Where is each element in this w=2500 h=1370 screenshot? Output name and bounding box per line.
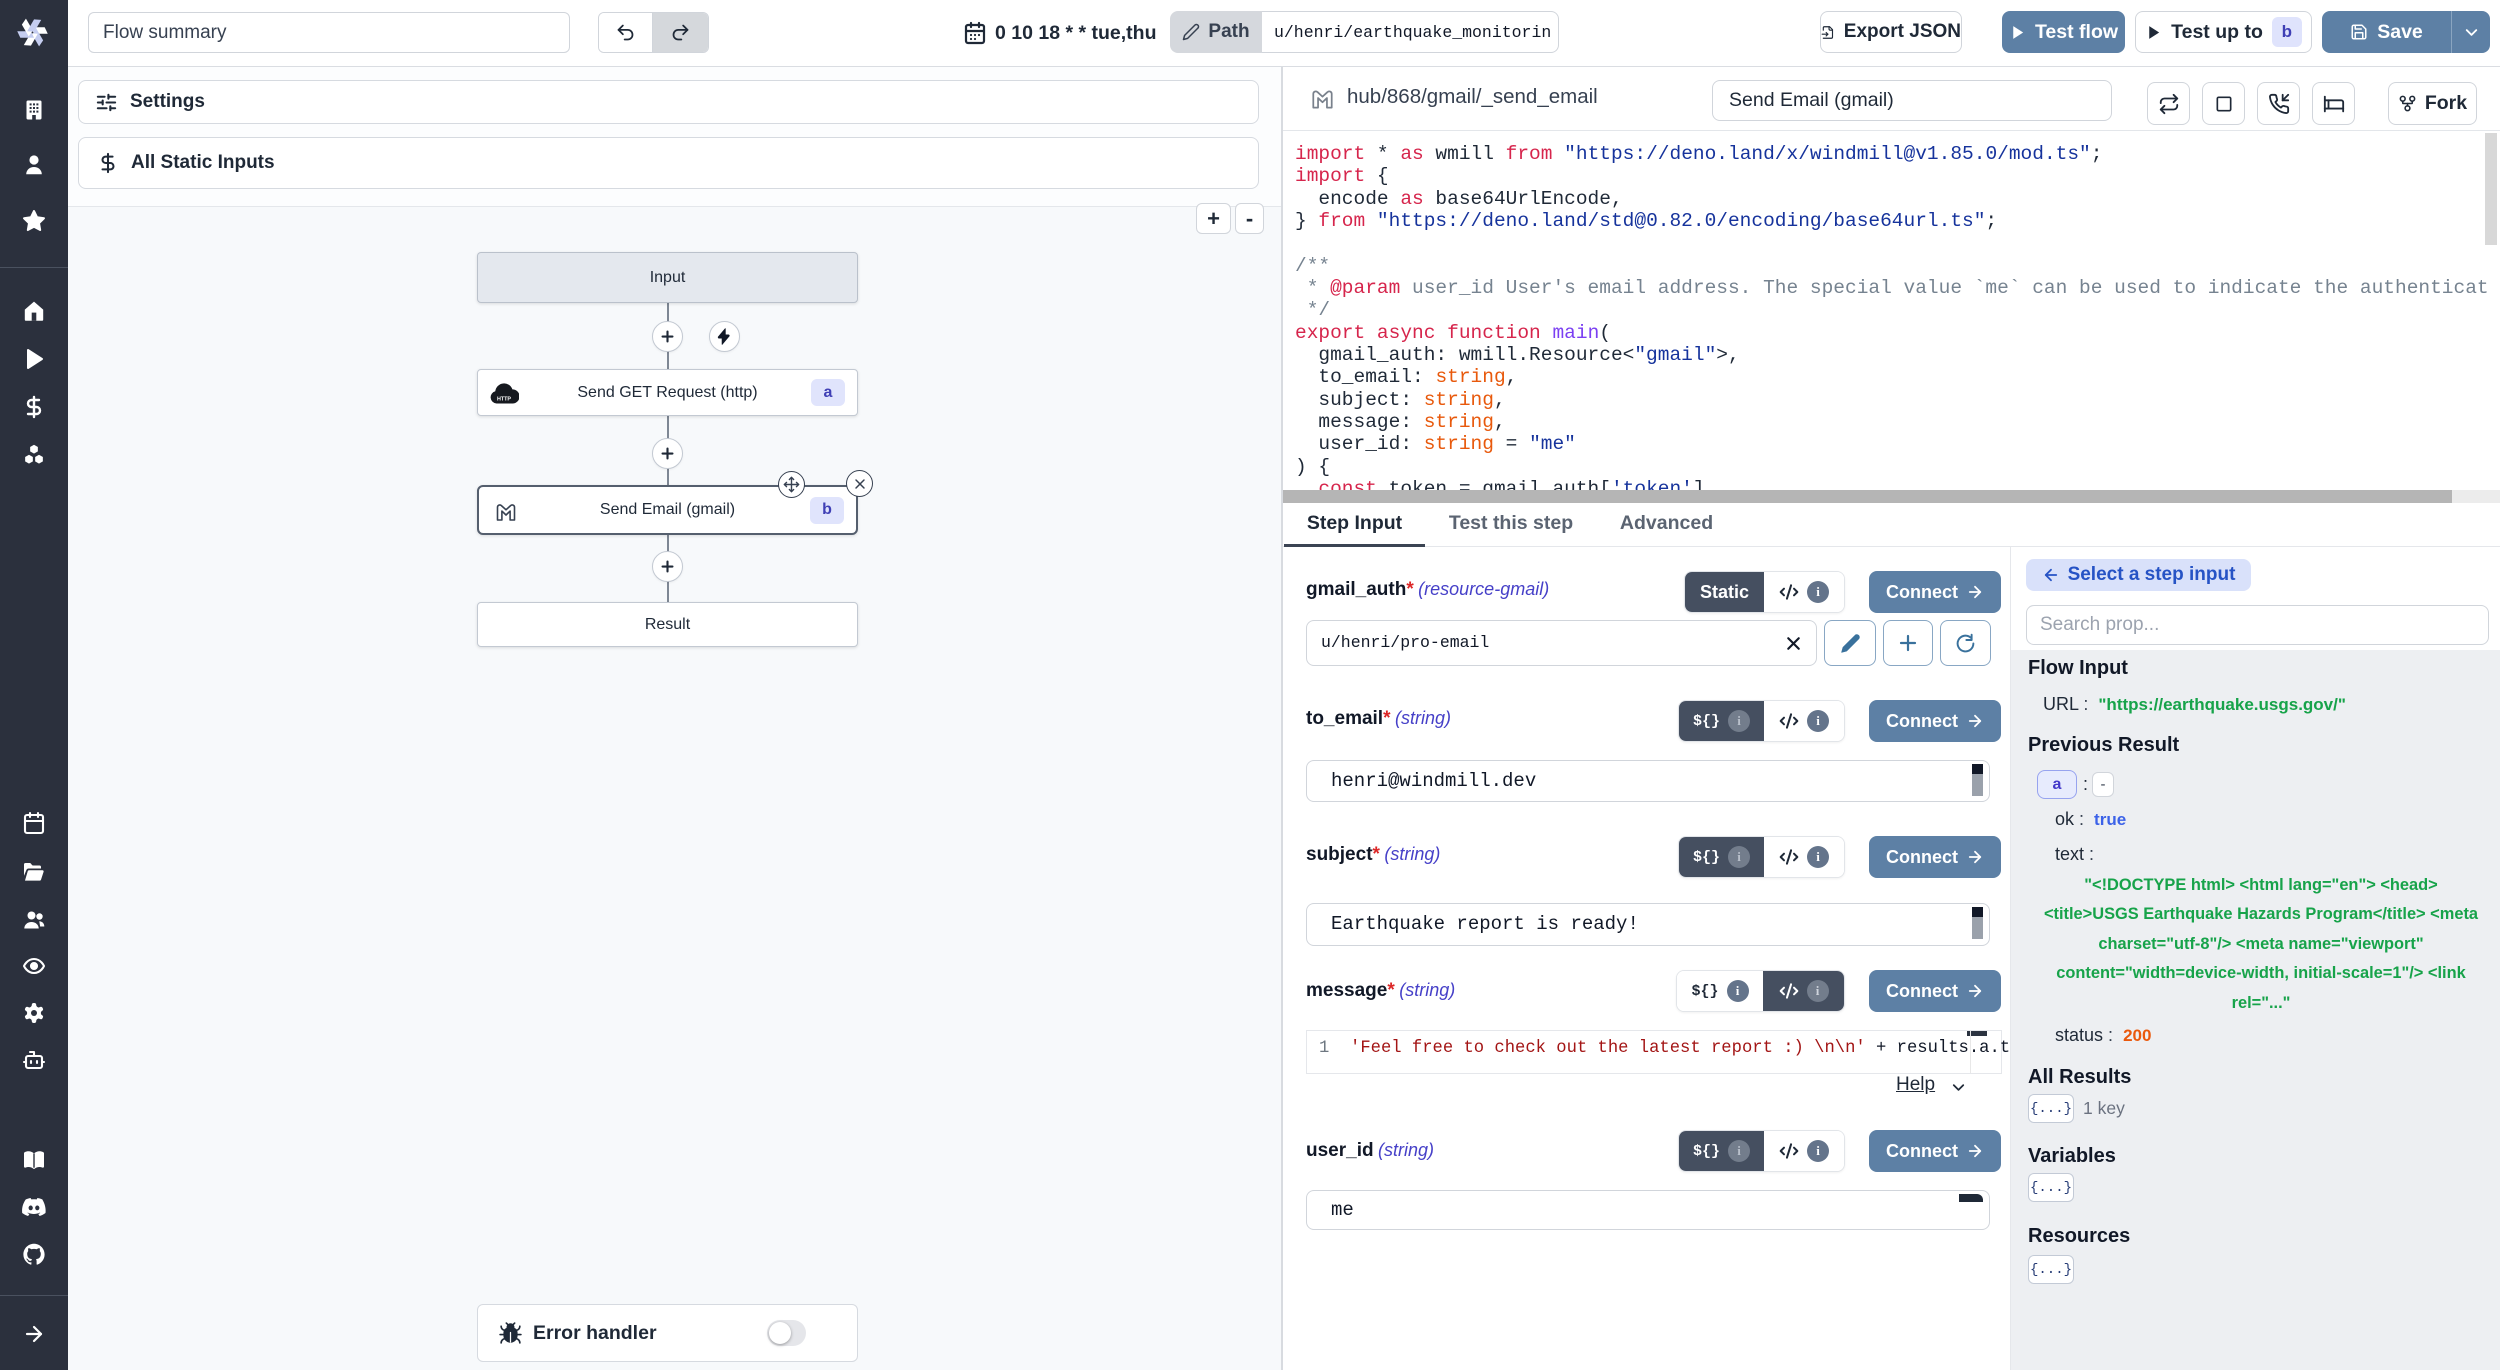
svg-text:HTTP: HTTP bbox=[497, 397, 511, 403]
